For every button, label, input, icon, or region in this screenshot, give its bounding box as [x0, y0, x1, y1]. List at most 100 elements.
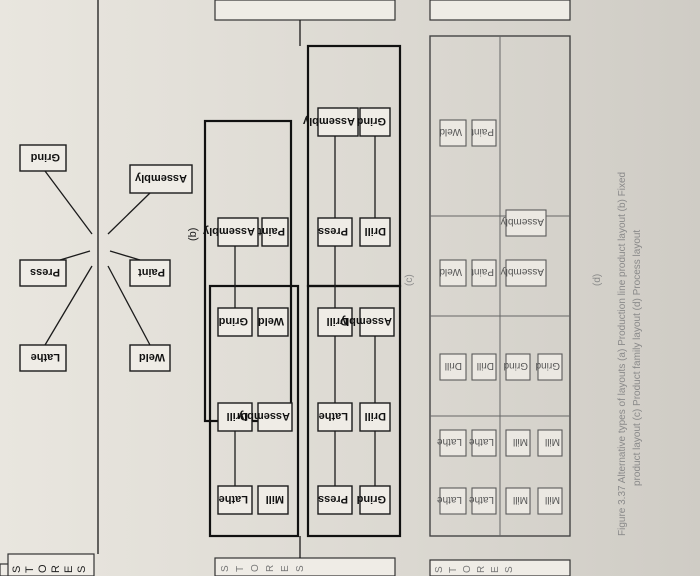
d-weld-1: Weld — [439, 259, 467, 287]
d-mill-1: Mill — [505, 487, 531, 515]
stores-c-letter-3: R — [265, 565, 276, 572]
svg-text:Assembly: Assembly — [339, 315, 392, 327]
svg-text:Press: Press — [30, 266, 60, 278]
line1-lathe: Lathe — [317, 402, 353, 432]
stores-bar-d — [429, 559, 571, 576]
stores-c-letter-2: O — [250, 564, 261, 572]
stores-b-letter-5: S — [76, 566, 88, 573]
cell2-assembly: Assembly — [202, 217, 259, 247]
d-paint-2: Paint — [471, 119, 497, 147]
diagram-d: S T O R E S Lathe Lathe Drill Weld Weld … — [429, 0, 603, 576]
svg-text:Mill: Mill — [545, 494, 560, 505]
svg-text:Drill: Drill — [365, 225, 386, 237]
svg-text:Mill: Mill — [513, 436, 528, 447]
svg-text:Paint: Paint — [258, 225, 285, 237]
svg-text:Drill: Drill — [365, 410, 386, 422]
stores-b-letter-4: E — [63, 566, 75, 573]
caption-line-2: product layout (c) Product family layout… — [632, 230, 643, 486]
svg-text:Lathe: Lathe — [437, 436, 462, 447]
line1-press2: Press — [317, 217, 353, 247]
svg-text:Drill: Drill — [327, 315, 348, 327]
label-b: (b) — [187, 228, 199, 241]
d-lathe-2: Lathe — [437, 429, 467, 457]
svg-text:Lathe: Lathe — [437, 494, 462, 505]
d-grind-2: Grind — [536, 353, 563, 381]
diagram-b: S T O R E S Lathe Press Grind — [0, 0, 199, 576]
svg-text:Lathe: Lathe — [469, 436, 494, 447]
cell1-lathe: Lathe — [217, 485, 253, 515]
svg-text:Drill: Drill — [477, 360, 494, 371]
dept-lathe-b: Lathe — [19, 344, 67, 372]
dept-weld-b: Weld — [129, 344, 171, 372]
svg-text:Paint: Paint — [471, 126, 494, 137]
d-drill-1: Drill — [439, 353, 467, 381]
stores-box-b — [7, 553, 95, 576]
stores-b-letter-2: O — [37, 564, 49, 573]
svg-text:Assembly: Assembly — [202, 225, 255, 237]
dept-paint-b: Paint — [129, 259, 171, 287]
svg-text:Lathe: Lathe — [469, 494, 494, 505]
stores-c-letter-0: S — [220, 565, 231, 572]
figure-caption: Figure 3.37 Alternative types of layouts… — [617, 172, 643, 536]
process-row4: Mill Mill Grind Assembly — [501, 209, 563, 515]
stores-b-letter-1: T — [24, 566, 36, 573]
svg-text:Lathe: Lathe — [31, 351, 60, 363]
dept-grind-b: Grind — [19, 144, 67, 172]
svg-text:Grind: Grind — [357, 493, 386, 505]
dept-press-b: Press — [19, 259, 67, 287]
line2-assembly: Assembly — [339, 307, 395, 337]
stores-b-letter-0: S — [11, 566, 23, 573]
d-lathe-1: Lathe — [437, 487, 467, 515]
svg-text:Mill: Mill — [266, 493, 284, 505]
svg-text:Mill: Mill — [545, 436, 560, 447]
svg-text:Grind: Grind — [31, 151, 60, 163]
svg-text:Drill: Drill — [445, 360, 462, 371]
d-lathe-3: Lathe — [469, 487, 497, 515]
d-lathe-4: Lathe — [469, 429, 497, 457]
diagram-c: S T O R E S Lathe Drill Mill Assembly Gr… — [202, 0, 415, 576]
d-assembly-2: Assembly — [501, 209, 547, 237]
cell2-weld: Weld — [257, 307, 289, 337]
d-mill-3: Mill — [537, 487, 563, 515]
line-frame-2 — [306, 44, 402, 288]
cell-frame-1 — [208, 284, 300, 538]
flow-arrows-c — [234, 20, 376, 558]
stores-bar-c — [214, 557, 396, 576]
stores-d-letter-5: S — [504, 566, 515, 573]
svg-text:Assembly: Assembly — [302, 115, 355, 127]
svg-text:Weld: Weld — [139, 351, 165, 363]
stores-b-letter-3: R — [50, 565, 62, 573]
stores-d-letter-1: T — [448, 567, 459, 573]
stores-d-letter-3: R — [476, 566, 487, 573]
svg-text:Grind: Grind — [536, 360, 560, 371]
process-row3: Mill Mill Grind Assembly — [501, 259, 547, 515]
svg-text:Weld: Weld — [439, 126, 462, 137]
d-mill-4: Mill — [537, 429, 563, 457]
svg-text:Assembly: Assembly — [134, 172, 187, 184]
cell2-paint: Paint — [258, 217, 289, 247]
svg-text:Paint: Paint — [471, 266, 494, 277]
cell-frame-2 — [203, 119, 293, 423]
stores-d-letter-4: E — [490, 566, 501, 573]
svg-text:Weld: Weld — [439, 266, 462, 277]
svg-text:Assembly: Assembly — [237, 410, 290, 422]
caption-line-1: Figure 3.37 Alternative types of layouts… — [617, 172, 628, 536]
svg-text:Assembly: Assembly — [501, 216, 544, 227]
warehouse-bar-c — [214, 0, 396, 21]
svg-text:Paint: Paint — [138, 266, 165, 278]
svg-text:Grind: Grind — [219, 315, 248, 327]
svg-text:Mill: Mill — [513, 494, 528, 505]
line2-grind: Grind — [357, 485, 391, 515]
label-c: (c) — [404, 274, 415, 286]
warehouse-bar-d — [429, 0, 571, 21]
svg-text:Press: Press — [318, 225, 348, 237]
stores-d-letter-0: S — [434, 566, 445, 573]
dept-assembly-b: Assembly — [129, 164, 193, 194]
label-d: (d) — [592, 274, 603, 286]
cell2-grind: Grind — [217, 307, 253, 337]
d-assembly-1: Assembly — [501, 259, 547, 287]
cell1-mill: Mill — [257, 485, 289, 515]
